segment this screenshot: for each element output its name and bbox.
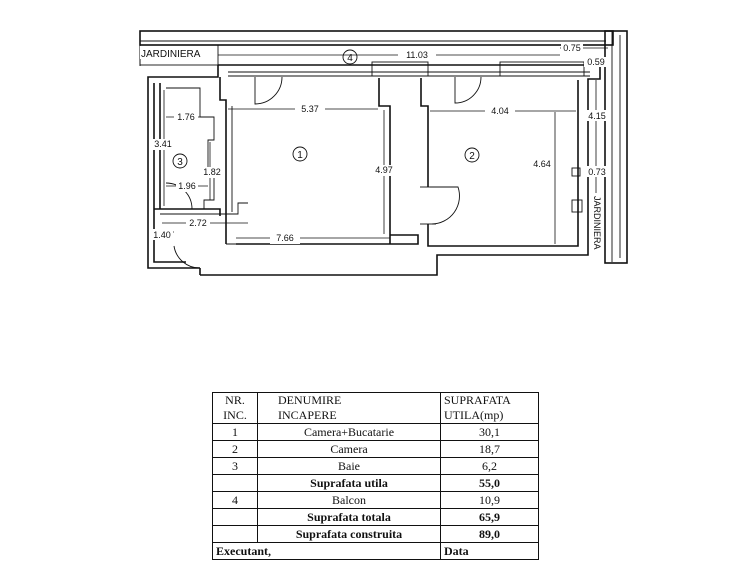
table-header-row: NR. INC. DENUMIRE INCAPERE SUPRAFATA UTI… [212,392,539,424]
header-nr-line1: NR. [225,393,245,407]
row-name: Camera [257,440,441,458]
row-name: Balcon [257,491,441,509]
footer-executant: Executant, [212,542,441,560]
table-row: 1 Camera+Bucatarie 30,1 [212,423,539,441]
dim-bath-w2: 1.96 [178,181,196,191]
dim-room1-height: 4.97 [375,165,393,175]
jardiniera-right-label: JARDINIERA [592,196,602,250]
header-name: DENUMIRE INCAPERE [257,392,441,424]
row-value: 10,9 [440,491,539,509]
dim-bath-h2: 1.82 [203,167,221,177]
row-nr: 4 [212,491,258,509]
header-area: SUPRAFATA UTILA(mp) [440,392,539,424]
row-nr: 2 [212,440,258,458]
rooms-area-table: NR. INC. DENUMIRE INCAPERE SUPRAFATA UTI… [212,392,539,560]
dim-room2-height: 4.64 [533,159,551,169]
balcony-frame [139,30,628,264]
dim-hall-small: 1.40 [153,230,171,240]
exterior-walls [147,61,601,276]
plan-texts: 4 1 2 3 JARDINIERA JARDINIERA 11.03 0.75… [140,43,608,257]
dimension-lines [154,47,608,250]
doors [165,76,482,269]
room-number-1: 1 [297,150,303,161]
dim-top-right-b: 0.59 [587,57,605,67]
header-name-line2: INCAPERE [278,408,337,422]
jardiniera-top-label: JARDINIERA [141,49,201,60]
dim-right-b: 0.73 [588,167,606,177]
table-row: 2 Camera 18,7 [212,440,539,458]
dim-room1-width: 5.37 [301,104,319,114]
row-nr: 3 [212,457,258,475]
row-value: 89,0 [440,525,539,543]
row-nr [212,508,258,526]
dim-room2-width: 4.04 [491,106,509,116]
row-nr: 1 [212,423,258,441]
row-value: 55,0 [440,474,539,492]
room-number-4: 4 [347,53,353,64]
dim-bath-h: 3.41 [154,139,172,149]
room-number-3: 3 [177,157,183,168]
header-area-line1: SUPRAFATA [444,393,511,407]
dim-top-total: 11.03 [406,50,428,60]
dim-top-right-a: 0.75 [563,43,581,53]
row-nr [212,474,258,492]
row-value: 6,2 [440,457,539,475]
row-value: 65,9 [440,508,539,526]
dim-right-a: 4.15 [588,111,606,121]
header-nr: NR. INC. [212,392,258,424]
row-value: 30,1 [440,423,539,441]
table-row: Suprafata utila 55,0 [212,474,539,492]
interior-walls [154,77,579,247]
table-row: 3 Baie 6,2 [212,457,539,475]
row-name: Suprafata totala [257,508,441,526]
header-nr-line2: INC. [223,408,247,422]
table-row: Suprafata totala 65,9 [212,508,539,526]
row-name: Baie [257,457,441,475]
table-row: Suprafata construita 89,0 [212,525,539,543]
row-name: Suprafata utila [257,474,441,492]
floor-plan: 4 1 2 3 JARDINIERA JARDINIERA 11.03 0.75… [139,30,628,276]
dim-room1-bottom: 7.66 [276,233,294,243]
header-name-line1: DENUMIRE [278,393,342,407]
row-value: 18,7 [440,440,539,458]
row-nr [212,525,258,543]
table-row: 4 Balcon 10,9 [212,491,539,509]
room-number-markers [172,49,480,169]
row-name: Suprafata construita [257,525,441,543]
row-name: Camera+Bucatarie [257,423,441,441]
dim-bath-w1: 1.76 [177,112,195,122]
footer-date: Data [440,542,539,560]
table-footer-row: Executant, Data [212,542,539,560]
room-number-2: 2 [469,151,475,162]
dim-hall-w: 2.72 [189,218,207,228]
header-area-line2: UTILA(mp) [444,408,504,422]
